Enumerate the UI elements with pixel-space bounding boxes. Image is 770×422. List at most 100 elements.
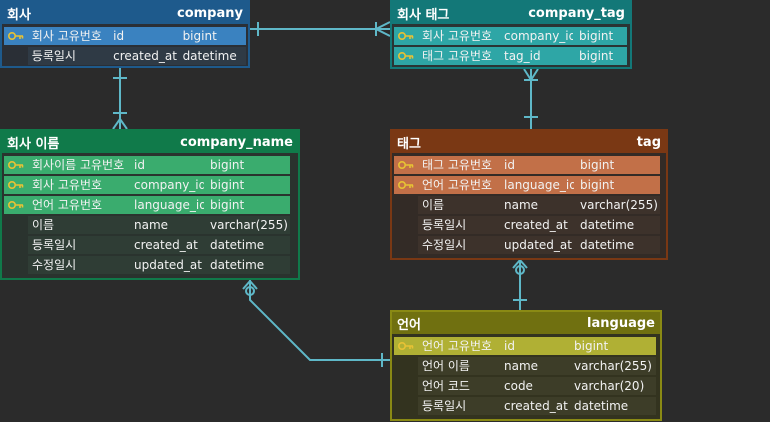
key-icon: [394, 176, 418, 194]
entity-company-name[interactable]: 회사 이름 company_name 회사이름 고유번호 id bigint 회…: [0, 129, 300, 280]
entity-company[interactable]: 회사 company 회사 고유번호 id bigint 등록일시 create…: [0, 0, 250, 68]
column-type: varchar(20): [568, 377, 656, 395]
column-type: datetime: [204, 256, 290, 274]
table-row[interactable]: 등록일시 created_at datetime: [4, 235, 296, 255]
column-name: created_at: [498, 216, 574, 234]
entity-table-name: company_tag: [528, 5, 625, 21]
column-type: bigint: [204, 176, 290, 194]
column-name: tag_id: [498, 47, 573, 65]
table-row[interactable]: 회사이름 고유번호 id bigint: [4, 155, 296, 175]
column-type: bigint: [176, 27, 246, 45]
column-name: id: [107, 27, 177, 45]
column-name: id: [128, 156, 204, 174]
table-row[interactable]: 언어 고유번호 id bigint: [394, 336, 658, 356]
column-name: name: [128, 216, 204, 234]
entity-rows: 회사 고유번호 company_id bigint 태그 고유번호 tag_id…: [392, 24, 630, 66]
key-icon: [4, 156, 28, 174]
table-row[interactable]: 태그 고유번호 id bigint: [394, 155, 664, 175]
rel-company-company-name: [112, 68, 128, 130]
key-icon: [394, 27, 418, 45]
column-description: 이름: [418, 196, 498, 214]
column-name: code: [498, 377, 568, 395]
column-type: datetime: [574, 236, 660, 254]
column-name: id: [498, 156, 574, 174]
entity-header: 태그 tag: [392, 131, 666, 153]
table-row[interactable]: 등록일시 created_at datetime: [394, 215, 664, 235]
entity-header: 회사 이름 company_name: [2, 131, 298, 153]
column-name: name: [498, 357, 568, 375]
column-description: 수정일시: [28, 256, 128, 274]
column-description: 등록일시: [27, 47, 108, 65]
table-row[interactable]: 수정일시 updated_at datetime: [394, 235, 664, 255]
table-row[interactable]: 언어 고유번호 language_id bigint: [394, 175, 664, 195]
column-name: language_id: [128, 196, 204, 214]
column-type: datetime: [176, 47, 246, 65]
column-description: 태그 고유번호: [418, 156, 498, 174]
table-row[interactable]: 등록일시 created_at datetime: [4, 46, 246, 66]
table-row[interactable]: 언어 이름 name varchar(255): [394, 356, 658, 376]
entity-label: 회사 이름: [7, 136, 60, 152]
table-row[interactable]: 이름 name varchar(255): [394, 195, 664, 215]
key-icon: [394, 337, 418, 355]
column-type: varchar(255): [574, 196, 660, 214]
column-name: updated_at: [128, 256, 204, 274]
rel-language-company-name: [242, 280, 390, 367]
table-row[interactable]: 이름 name varchar(255): [4, 215, 296, 235]
entity-label: 회사: [7, 7, 31, 23]
column-name: id: [498, 337, 568, 355]
rel-company-company-tag: [250, 21, 391, 37]
table-row[interactable]: 회사 고유번호 id bigint: [4, 26, 246, 46]
entity-header: 회사 태그 company_tag: [392, 2, 630, 24]
column-description: 언어 고유번호: [418, 337, 498, 355]
column-description: 태그 고유번호: [418, 47, 498, 65]
column-type: varchar(255): [204, 216, 290, 234]
column-type: bigint: [573, 27, 627, 45]
column-type: datetime: [574, 216, 660, 234]
table-row[interactable]: 언어 고유번호 language_id bigint: [4, 195, 296, 215]
entity-rows: 태그 고유번호 id bigint 언어 고유번호 language_id bi…: [392, 153, 666, 255]
column-name: company_id: [498, 27, 573, 45]
column-description: 언어 고유번호: [28, 196, 128, 214]
entity-table-name: company: [177, 5, 243, 21]
column-type: bigint: [574, 156, 660, 174]
entity-language[interactable]: 언어 language 언어 고유번호 id bigint 언어 이름 name…: [390, 310, 662, 421]
column-type: varchar(255): [568, 357, 656, 375]
entity-label: 언어: [397, 317, 421, 333]
column-type: bigint: [204, 196, 290, 214]
column-name: created_at: [128, 236, 204, 254]
table-row[interactable]: 회사 고유번호 company_id bigint: [394, 26, 628, 46]
entity-tag[interactable]: 태그 tag 태그 고유번호 id bigint 언어 고유번호 languag…: [390, 129, 668, 260]
column-type: bigint: [204, 156, 290, 174]
column-type: bigint: [568, 337, 656, 355]
column-description: 회사 고유번호: [28, 176, 128, 194]
column-name: company_id: [128, 176, 204, 194]
table-row[interactable]: 태그 고유번호 tag_id bigint: [394, 46, 628, 66]
entity-rows: 언어 고유번호 id bigint 언어 이름 name varchar(255…: [392, 334, 660, 416]
column-description: 수정일시: [418, 236, 498, 254]
column-name: updated_at: [498, 236, 574, 254]
column-description: 언어 고유번호: [418, 176, 498, 194]
column-description: 회사 고유번호: [27, 27, 108, 45]
rel-language-tag: [512, 259, 528, 310]
table-row[interactable]: 언어 코드 code varchar(20): [394, 376, 658, 396]
column-description: 언어 이름: [418, 357, 498, 375]
entity-table-name: language: [587, 315, 655, 331]
key-icon: [4, 176, 28, 194]
column-description: 등록일시: [28, 236, 128, 254]
key-icon: [394, 156, 418, 174]
key-icon: [4, 196, 28, 214]
column-description: 회사 고유번호: [418, 27, 498, 45]
entity-rows: 회사 고유번호 id bigint 등록일시 created_at dateti…: [2, 24, 248, 66]
table-row[interactable]: 수정일시 updated_at datetime: [4, 255, 296, 275]
table-row[interactable]: 등록일시 created_at datetime: [394, 396, 658, 416]
column-type: datetime: [204, 236, 290, 254]
entity-label: 태그: [397, 136, 421, 152]
rel-tag-company-tag: [523, 68, 539, 129]
column-type: bigint: [573, 47, 627, 65]
entity-company-tag[interactable]: 회사 태그 company_tag 회사 고유번호 company_id big…: [390, 0, 632, 69]
column-description: 언어 코드: [418, 377, 498, 395]
table-row[interactable]: 회사 고유번호 company_id bigint: [4, 175, 296, 195]
column-name: language_id: [498, 176, 574, 194]
column-type: bigint: [574, 176, 660, 194]
column-name: created_at: [107, 47, 177, 65]
